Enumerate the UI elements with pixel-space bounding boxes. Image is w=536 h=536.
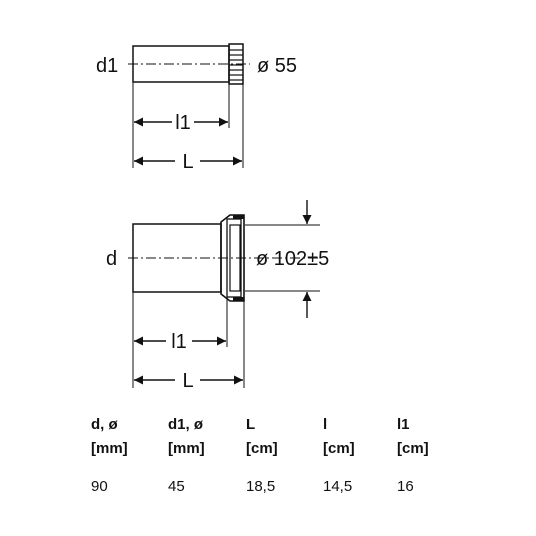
col-unit-L: [cm] [246, 440, 278, 457]
top-pipe-label-diameter: ø 55 [257, 55, 297, 77]
col-header-l1: l1 [397, 416, 410, 433]
bottom-pipe: d ø 102±5 l1 L [106, 200, 329, 392]
bottom-dim-l1-label: l1 [171, 331, 187, 353]
col-value-d: 90 [91, 478, 108, 495]
col-unit-d: [mm] [91, 440, 128, 457]
col-value-d1: 45 [168, 478, 185, 495]
top-dim-l1-label: l1 [175, 112, 191, 134]
bottom-pipe-label-diameter: ø 102±5 [256, 248, 329, 270]
col-header-d1: d1, ø [168, 416, 204, 433]
col-value-L: 18,5 [246, 478, 276, 495]
col-unit-l: [cm] [323, 440, 355, 457]
top-pipe: d1 ø 55 l1 L [96, 43, 297, 173]
col-header-L: L [246, 416, 256, 433]
col-unit-d1: [mm] [168, 440, 205, 457]
col-unit-l1: [cm] [397, 440, 429, 457]
col-header-d: d, ø [91, 416, 118, 433]
col-value-l1: 16 [397, 478, 414, 495]
bottom-pipe-label-d: d [106, 248, 117, 270]
top-pipe-label-d1: d1 [96, 55, 118, 77]
top-dim-L-label: L [182, 151, 193, 173]
col-value-l: 14,5 [323, 478, 353, 495]
col-header-l: l [323, 416, 328, 433]
bottom-dim-L-label: L [182, 370, 193, 392]
